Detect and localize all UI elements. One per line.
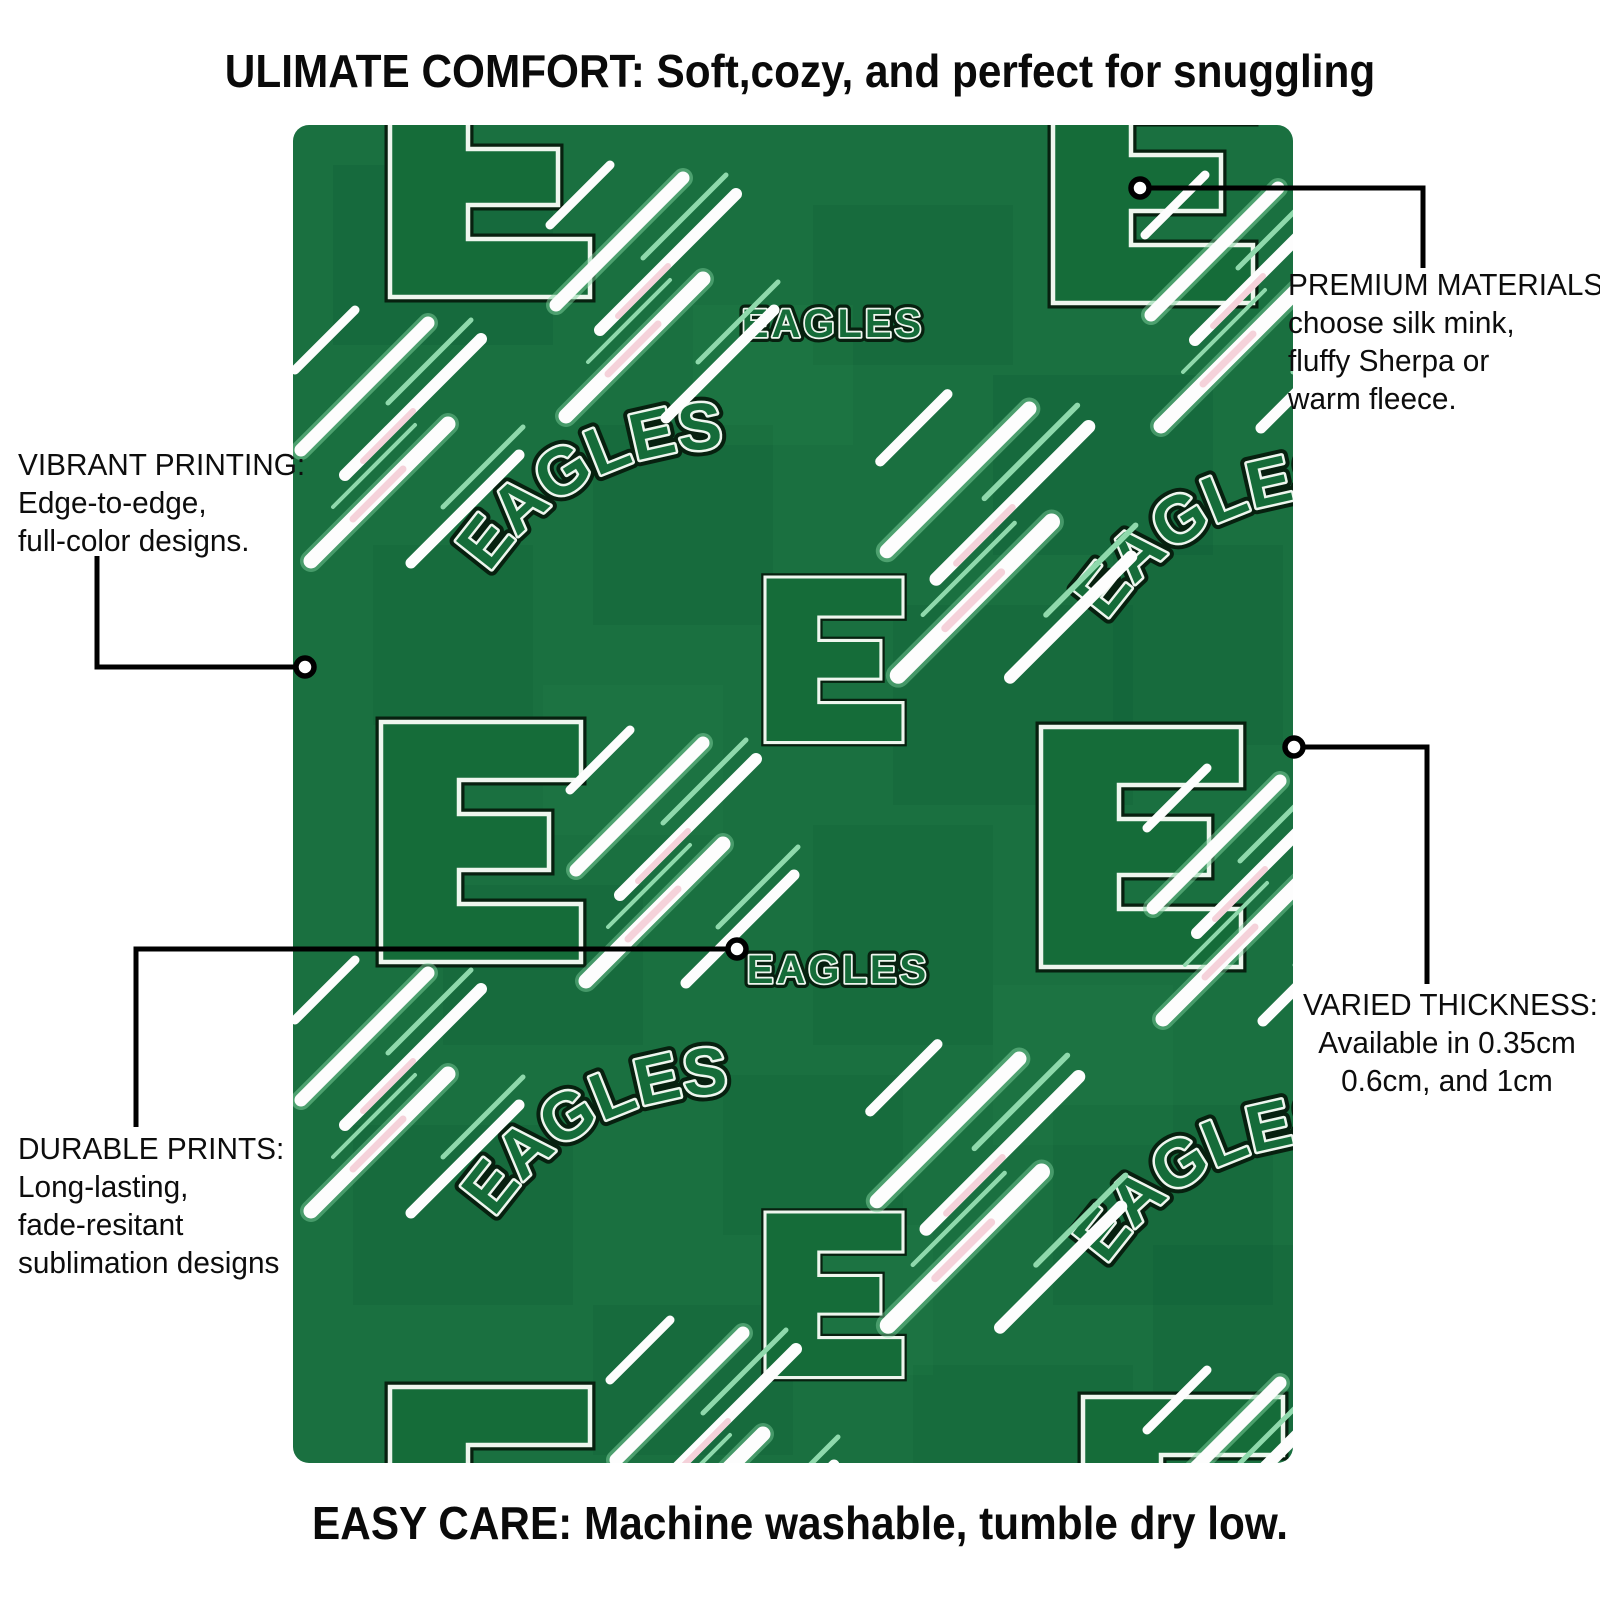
connector-vibrant — [94, 556, 303, 670]
callout-title: DURABLE PRINTS: — [18, 1131, 285, 1166]
e-logo — [381, 722, 581, 962]
top-caption: ULIMATE COMFORT: Soft,cozy, and perfect … — [224, 45, 1376, 97]
e-logo — [1053, 125, 1253, 303]
bottom-caption: EASY CARE: Machine washable, tumble dry … — [312, 1497, 1288, 1549]
callout-vibrant-printing: VIBRANT PRINTING: Edge-to-edge, full-col… — [18, 446, 305, 560]
callout-line: fluffy Sherpa or — [1288, 343, 1490, 378]
callout-line: Edge-to-edge, — [18, 485, 207, 520]
callout-line: full-color designs. — [18, 523, 250, 558]
callout-line: warm fleece. — [1288, 381, 1457, 416]
callout-line: choose silk mink, — [1288, 305, 1515, 340]
callout-durable-prints: DURABLE PRINTS: Long-lasting, fade-resit… — [18, 1130, 284, 1282]
callout-premium-materials: PREMIUM MATERIALS: choose silk mink, flu… — [1288, 266, 1600, 418]
e-logo — [390, 1387, 590, 1463]
callout-line: fade-resitant — [18, 1207, 184, 1242]
blanket-pattern: EAGLES EAGLES EAGLES EAGLES — [293, 125, 1293, 1463]
callout-varied-thickness: VARIED THICKNESS: Available in 0.35cm 0.… — [1303, 986, 1598, 1100]
blanket-image: EAGLES EAGLES EAGLES EAGLES — [293, 125, 1293, 1463]
e-logo — [765, 577, 903, 743]
callout-line: 0.6cm, and 1cm — [1341, 1063, 1553, 1098]
callout-line: sublimation designs — [18, 1245, 280, 1280]
callout-title: VIBRANT PRINTING: — [18, 447, 306, 482]
callout-title: PREMIUM MATERIALS: — [1288, 267, 1600, 302]
callout-title: VARIED THICKNESS: — [1303, 987, 1598, 1022]
callout-line: Long-lasting, — [18, 1169, 189, 1204]
connector-varied — [1294, 744, 1430, 984]
callout-line: Available in 0.35cm — [1318, 1025, 1576, 1060]
eagles-word-straight — [747, 948, 929, 992]
